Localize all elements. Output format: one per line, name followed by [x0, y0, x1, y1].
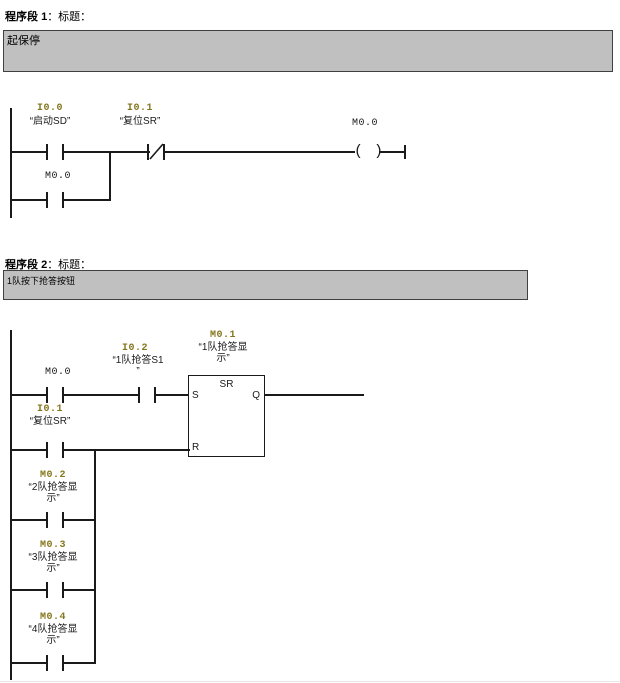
network-1-header-suffix: ：标题：	[47, 11, 92, 23]
contact-m04-address: M0.4	[39, 612, 66, 623]
contact-i02-symbol-line2: ”	[136, 366, 140, 377]
wire-rail-to-i01-r	[10, 449, 48, 451]
contact-i01-address: I0.1	[126, 103, 153, 114]
contact-bar-left	[46, 582, 48, 598]
contact-i00-symbol: “启动SD”	[29, 116, 71, 127]
branch-collector-network-2	[94, 449, 96, 664]
wire-rail-to-i00	[10, 151, 48, 153]
network-1-header-prefix: 程序段	[5, 11, 38, 23]
coil-m00-address: M0.0	[351, 118, 378, 129]
contact-m03-symbol-line1: “3队抢答显	[28, 552, 78, 563]
sr-flipflop-block[interactable]: SR S Q R	[188, 375, 265, 457]
network-2-header-number: 2	[41, 259, 48, 271]
sr-pin-q: Q	[252, 390, 260, 401]
branch-contact-m00-address: M0.0	[44, 171, 71, 182]
wire-i02-to-sr-s	[154, 394, 189, 396]
network-2-header-prefix: 程序段	[5, 259, 38, 271]
coil-m00[interactable]: ( )	[354, 143, 385, 160]
contact-i00-address: I0.0	[36, 103, 63, 114]
contact-i02-address: I0.2	[121, 343, 148, 354]
wire-m03-to-collector	[62, 589, 96, 591]
sr-pin-r: R	[192, 442, 200, 453]
network-1-header: 程序段 1：标题：	[5, 8, 91, 24]
wire-sr-q-output	[264, 394, 364, 396]
contact-bar-left	[46, 192, 48, 208]
contact-i02-symbol-line1: “1队抢答S1	[112, 355, 164, 366]
block-m01-symbol-line1: “1队抢答显	[198, 342, 248, 353]
contact-m03-symbol-line2: 示”	[46, 563, 60, 574]
wire-rail-to-m00-s	[10, 394, 48, 396]
wire-i00-to-i01	[62, 151, 150, 153]
contact-m04-symbol-line2: 示”	[46, 635, 60, 646]
bottom-separator	[0, 681, 620, 682]
wire-i01-to-coil	[163, 151, 355, 153]
contact-i01-r-address: I0.1	[36, 404, 63, 415]
wire-rail-to-m03	[10, 589, 48, 591]
nc-slash-icon	[149, 143, 164, 160]
wire-i01-to-sr-r	[62, 449, 190, 451]
contact-m04-symbol-line1: “4队抢答显	[28, 624, 78, 635]
network-2-header: 程序段 2：标题：	[5, 256, 91, 272]
network-2-comment-text: 1队按下抢答按钮	[7, 276, 76, 286]
network-1-header-number: 1	[41, 11, 48, 23]
wire-m02-to-collector	[62, 519, 96, 521]
wire-branch-m00-to-junction	[62, 199, 111, 201]
block-m01-symbol-line2: 示”	[216, 353, 230, 364]
wire-rail-to-branch-m00	[10, 199, 48, 201]
sr-pin-s: S	[192, 390, 199, 401]
contact-m02-address: M0.2	[39, 470, 66, 481]
contact-bar-left	[46, 387, 48, 403]
contact-bar-left	[46, 655, 48, 671]
wire-rail-to-m02	[10, 519, 48, 521]
contact-m00-s-address: M0.0	[44, 367, 71, 378]
network-1-comment-text: 起保停	[7, 35, 40, 47]
block-m01-address: M0.1	[209, 330, 236, 341]
network-1-comment-box[interactable]: 起保停	[3, 30, 613, 72]
contact-bar-left	[46, 144, 48, 160]
network-2-comment-box[interactable]: 1队按下抢答按钮	[3, 270, 528, 300]
contact-bar-left	[46, 442, 48, 458]
contact-bar-left	[147, 144, 149, 160]
contact-m03-address: M0.3	[39, 540, 66, 551]
wire-coil-to-end	[379, 151, 405, 153]
contact-bar-left	[46, 512, 48, 528]
contact-i01-symbol: “复位SR”	[119, 116, 161, 127]
wire-m00-to-i02	[62, 394, 140, 396]
wire-rail-to-m04	[10, 662, 48, 664]
network-2-header-suffix: ：标题：	[47, 259, 92, 271]
contact-i01-r-symbol: “复位SR”	[29, 416, 71, 427]
rung-1-terminator	[404, 145, 406, 159]
contact-bar-left	[138, 387, 140, 403]
contact-m02-symbol-line1: “2队抢答显	[28, 482, 78, 493]
power-rail-network-2	[10, 330, 12, 680]
wire-m04-to-collector	[62, 662, 96, 664]
branch-vertical-network-1	[109, 151, 111, 201]
sr-block-name: SR	[219, 379, 234, 390]
power-rail-network-1	[10, 108, 12, 218]
contact-m02-symbol-line2: 示”	[46, 493, 60, 504]
